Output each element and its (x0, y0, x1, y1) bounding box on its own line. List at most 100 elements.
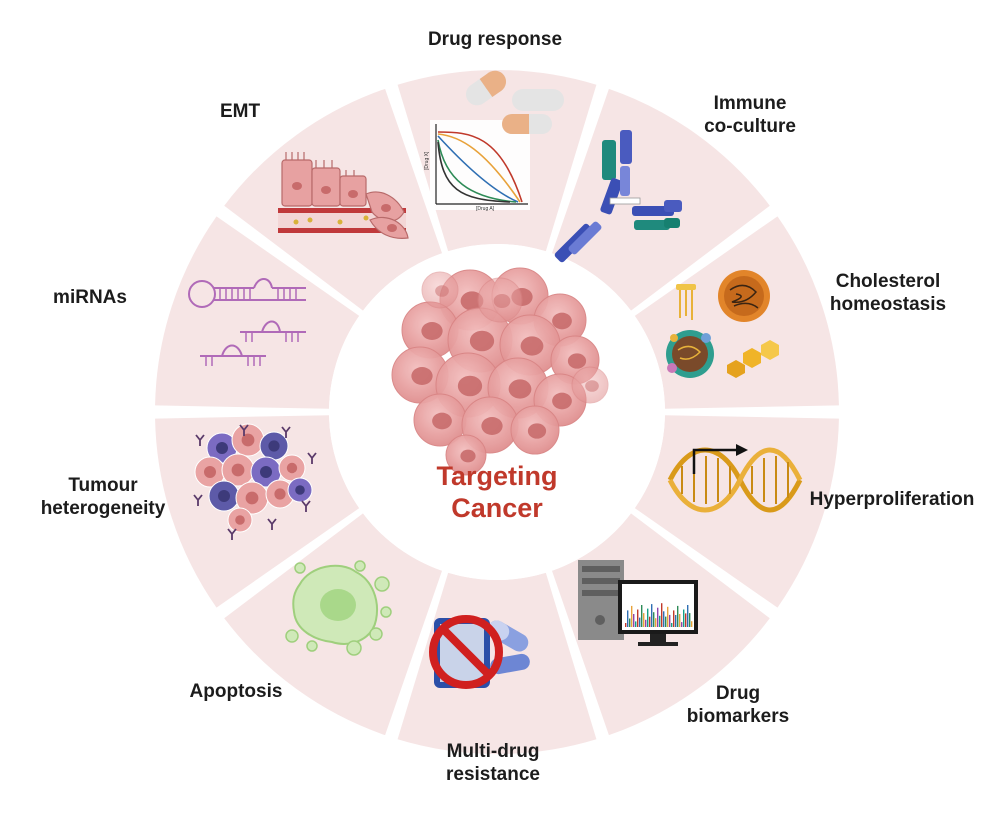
tumour-cell-nucleus (527, 423, 547, 439)
label-cholesterol-line2: homeostasis (829, 294, 947, 315)
biomarker-bar (689, 613, 691, 627)
heterogeneity-cell-nucleus (268, 440, 280, 452)
tumour-cell-nucleus (567, 353, 587, 369)
dna-illustration (667, 444, 803, 513)
biomarker-bar (637, 609, 639, 627)
tumour-cell-nucleus (552, 312, 572, 330)
biomarker-bar (661, 603, 663, 627)
biomarker-bar (635, 621, 637, 627)
antibody-marker (227, 528, 237, 540)
tumour-cell-nucleus (457, 375, 483, 397)
biomarker-bar (655, 618, 657, 627)
label-immune-line1: Immune (713, 93, 787, 114)
tumour-cell-nucleus (460, 291, 484, 311)
label-biomarkers-line2: biomarkers (686, 706, 790, 727)
biomarker-bar (659, 615, 661, 627)
antibody-marker (239, 424, 249, 436)
label-emt: EMT (200, 100, 280, 123)
biomarker-bar (669, 614, 671, 627)
biomarker-bar (645, 619, 647, 627)
antibody-marker (267, 518, 277, 530)
label-tumour-line1: Tumour (68, 475, 138, 496)
biomarker-bar (679, 614, 681, 627)
biomarker-bar (685, 613, 687, 627)
biomarker-bar (691, 621, 693, 627)
biomarker-bar (671, 623, 673, 627)
label-tumour-heterogeneity: Tumour heterogeneity (28, 474, 178, 520)
antibody-marker (193, 494, 203, 506)
biomarker-bar (627, 610, 629, 627)
biomarker-bar (665, 616, 667, 627)
heterogeneity-illustration (193, 423, 317, 540)
cholesterol-illustration (666, 270, 779, 378)
label-cholesterol-line1: Cholesterol (835, 271, 941, 292)
label-mdr-line2: resistance (445, 764, 540, 785)
heterogeneity-cell-nucleus (216, 442, 228, 454)
biomarker-bar (651, 604, 653, 627)
biomarker-bar (681, 622, 683, 627)
tumour-cell-nucleus (508, 379, 532, 399)
biomarker-bar (643, 613, 645, 627)
label-drug-response-line1: Drug response (427, 29, 563, 50)
label-hyperproliferation: Hyperproliferation (802, 488, 982, 511)
label-mdr-line1: Multi-drug (446, 741, 540, 762)
tumour-cell-nucleus (493, 293, 511, 309)
biomarker-bar (683, 609, 685, 627)
biomarker-bar (641, 605, 643, 627)
heterogeneity-cell-nucleus (274, 488, 286, 500)
biomarker-bar (625, 623, 627, 627)
heterogeneity-cell-nucleus (204, 466, 216, 478)
tumour-cell-nucleus (432, 412, 452, 430)
tumour-cell-nucleus (481, 417, 503, 435)
biomarker-bar (653, 612, 655, 627)
antibody-marker (301, 500, 311, 512)
label-mirnas: miRNAs (30, 286, 150, 309)
emt-illustration (278, 152, 409, 239)
biomarker-bar (657, 607, 659, 627)
biomarker-bar (631, 605, 633, 627)
antibody-illustration (554, 130, 682, 263)
biomarker-plot (625, 603, 693, 627)
heterogeneity-cell-nucleus (295, 485, 305, 495)
center-title-line2: Cancer (451, 493, 543, 523)
label-mirnas-line1: miRNAs (53, 287, 127, 308)
heterogeneity-cell-nucleus (241, 433, 255, 447)
tumour-cell-nucleus (460, 449, 476, 463)
antibody-marker (195, 434, 205, 446)
heterogeneity-cell-nucleus (286, 462, 298, 474)
label-hyperproliferation-line1: Hyperproliferation (809, 489, 975, 510)
label-drug-response: Drug response (400, 28, 590, 51)
label-immune-line2: co-culture (704, 116, 796, 137)
center-title-line1: Targeting (436, 461, 558, 491)
biomarker-bar (647, 608, 649, 627)
label-apoptosis: Apoptosis (176, 680, 296, 703)
label-apoptosis-line1: Apoptosis (189, 681, 283, 702)
biomarker-bar (673, 610, 675, 627)
drug-chart-y-label: [Drug X] (424, 151, 430, 170)
label-multi-drug-resistance: Multi-drug resistance (418, 740, 568, 786)
label-immune-co-culture: Immune co-culture (690, 92, 810, 138)
heterogeneity-cell-nucleus (245, 491, 259, 505)
apoptosis-illustration (285, 560, 392, 656)
tumour-cell-nucleus (469, 330, 495, 352)
tumour-cell-nucleus (411, 367, 433, 385)
heterogeneity-cell-nucleus (231, 463, 245, 477)
biomarker-bar (667, 606, 669, 627)
biomarker-bar (677, 605, 679, 627)
tumour-cell-nucleus (552, 392, 572, 410)
heterogeneity-cell-nucleus (260, 466, 272, 478)
biomarker-bar (639, 617, 641, 627)
biomarker-bar (663, 611, 665, 627)
center-title: Targeting Cancer (397, 460, 597, 524)
tumour-cell-nucleus (421, 322, 443, 340)
biomarker-bar (687, 605, 689, 627)
no-drug-illustration (429, 615, 530, 689)
computer-illustration (578, 560, 698, 646)
drug-chart-x-label: [Drug A] (476, 206, 495, 212)
biomarker-bar (649, 616, 651, 627)
tumour-cell-nucleus (585, 380, 599, 392)
mirna-illustration (188, 278, 306, 366)
biomarker-bar (675, 615, 677, 627)
